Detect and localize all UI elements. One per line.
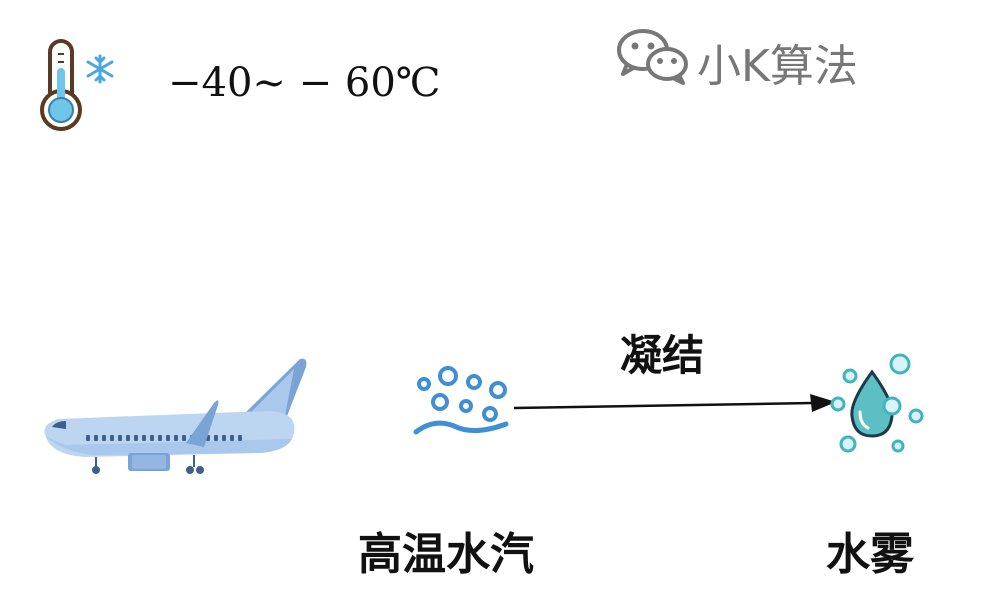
snowflake-icon xyxy=(86,54,114,84)
temperature-range-label: −40∼ − 60℃ xyxy=(168,60,441,106)
water-droplet-icon xyxy=(830,353,924,453)
wechat-icon xyxy=(617,29,688,85)
vapor-bubbles-icon xyxy=(413,366,509,435)
process-label: 凝结 xyxy=(620,331,705,380)
thermometer-snowflake-icon xyxy=(40,39,114,131)
airplane-icon xyxy=(44,358,307,474)
condensation-arrow xyxy=(513,394,836,412)
vapor-label: 高温水汽 xyxy=(358,529,534,580)
watermark: 小K算法 xyxy=(615,22,885,92)
watermark-text: 小K算法 xyxy=(697,41,858,92)
mist-label: 水雾 xyxy=(826,529,914,580)
